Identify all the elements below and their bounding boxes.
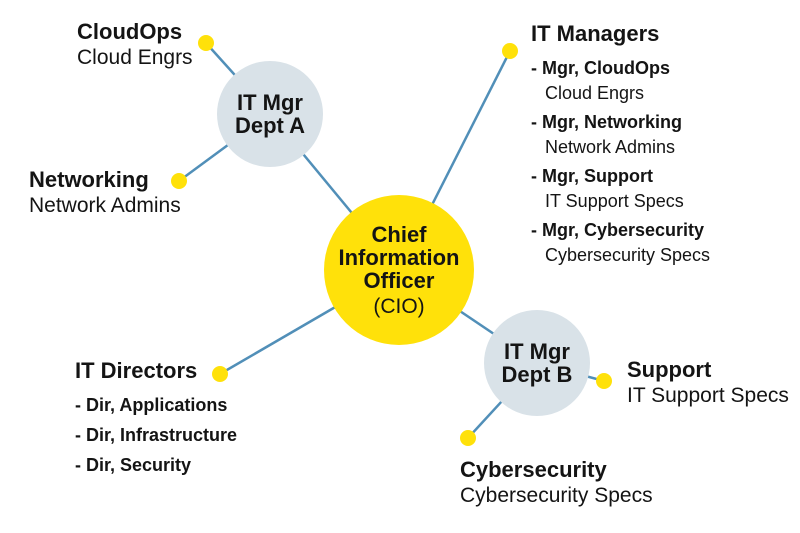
manager-team: Cybersecurity Specs: [545, 245, 711, 265]
dept-b-line: Dept B: [501, 362, 573, 387]
dept-b-line: IT Mgr: [504, 339, 570, 364]
endpoint-dot-cloudops: [198, 35, 214, 51]
support-subtitle: IT Support Specs: [627, 384, 789, 407]
support-title: Support: [627, 357, 712, 382]
list-item: - Mgr, Networking Network Admins: [531, 110, 710, 160]
node-it-directors: IT Directors - Dir, Applications - Dir, …: [75, 358, 237, 480]
dept-a-line: Dept A: [234, 113, 306, 138]
cio-line: Chief: [371, 221, 427, 247]
node-it-managers: IT Managers - Mgr, CloudOps Cloud Engrs …: [531, 21, 710, 272]
manager-team: Cloud Engrs: [545, 83, 645, 103]
cio-line: Officer: [363, 267, 435, 293]
cio-abbreviation: (CIO): [373, 294, 425, 318]
manager-team: Network Admins: [545, 137, 676, 157]
cloudops-title: CloudOps: [77, 19, 183, 44]
node-networking: Networking Network Admins: [29, 167, 181, 219]
it-managers-title: IT Managers: [531, 21, 660, 46]
endpoint-dot-directors: [212, 366, 228, 382]
endpoint-dot-support: [596, 373, 612, 389]
endpoint-dot-cybersecurity: [460, 430, 476, 446]
manager-role: - Mgr, CloudOps: [531, 58, 670, 78]
node-cloudops: CloudOps Cloud Engrs: [77, 19, 193, 71]
it-directors-title: IT Directors: [75, 358, 198, 383]
node-support: Support IT Support Specs: [627, 357, 789, 409]
list-item: - Mgr, Cybersecurity Cybersecurity Specs: [531, 218, 710, 268]
networking-subtitle: Network Admins: [29, 194, 181, 217]
manager-team: IT Support Specs: [545, 191, 684, 211]
dept-a-line: IT Mgr: [237, 90, 303, 115]
manager-role: - Mgr, Support: [531, 166, 653, 186]
cloudops-subtitle: Cloud Engrs: [77, 46, 193, 69]
node-it-mgr-dept-a: IT Mgr Dept A: [217, 61, 323, 167]
endpoint-dot-managers: [502, 43, 518, 59]
cybersecurity-title: Cybersecurity: [460, 457, 607, 482]
node-cio: Chief Information Officer (CIO): [324, 195, 474, 345]
director-role: - Dir, Security: [75, 455, 192, 475]
networking-title: Networking: [29, 167, 149, 192]
node-cybersecurity: Cybersecurity Cybersecurity Specs: [460, 457, 653, 509]
endpoint-dot-networking: [171, 173, 187, 189]
list-item: - Mgr, Support IT Support Specs: [531, 164, 710, 214]
node-it-mgr-dept-b: IT Mgr Dept B: [484, 310, 590, 416]
manager-role: - Mgr, Cybersecurity: [531, 220, 705, 240]
director-role: - Dir, Applications: [75, 395, 228, 415]
list-item: - Mgr, CloudOps Cloud Engrs: [531, 56, 710, 106]
cio-line: Information: [338, 244, 460, 270]
cybersecurity-subtitle: Cybersecurity Specs: [460, 484, 653, 507]
manager-role: - Mgr, Networking: [531, 112, 683, 132]
it-directors-list: - Dir, Applications - Dir, Infrastructur…: [75, 390, 237, 480]
it-managers-list: - Mgr, CloudOps Cloud Engrs - Mgr, Netwo…: [531, 56, 710, 268]
director-role: - Dir, Infrastructure: [75, 425, 238, 445]
